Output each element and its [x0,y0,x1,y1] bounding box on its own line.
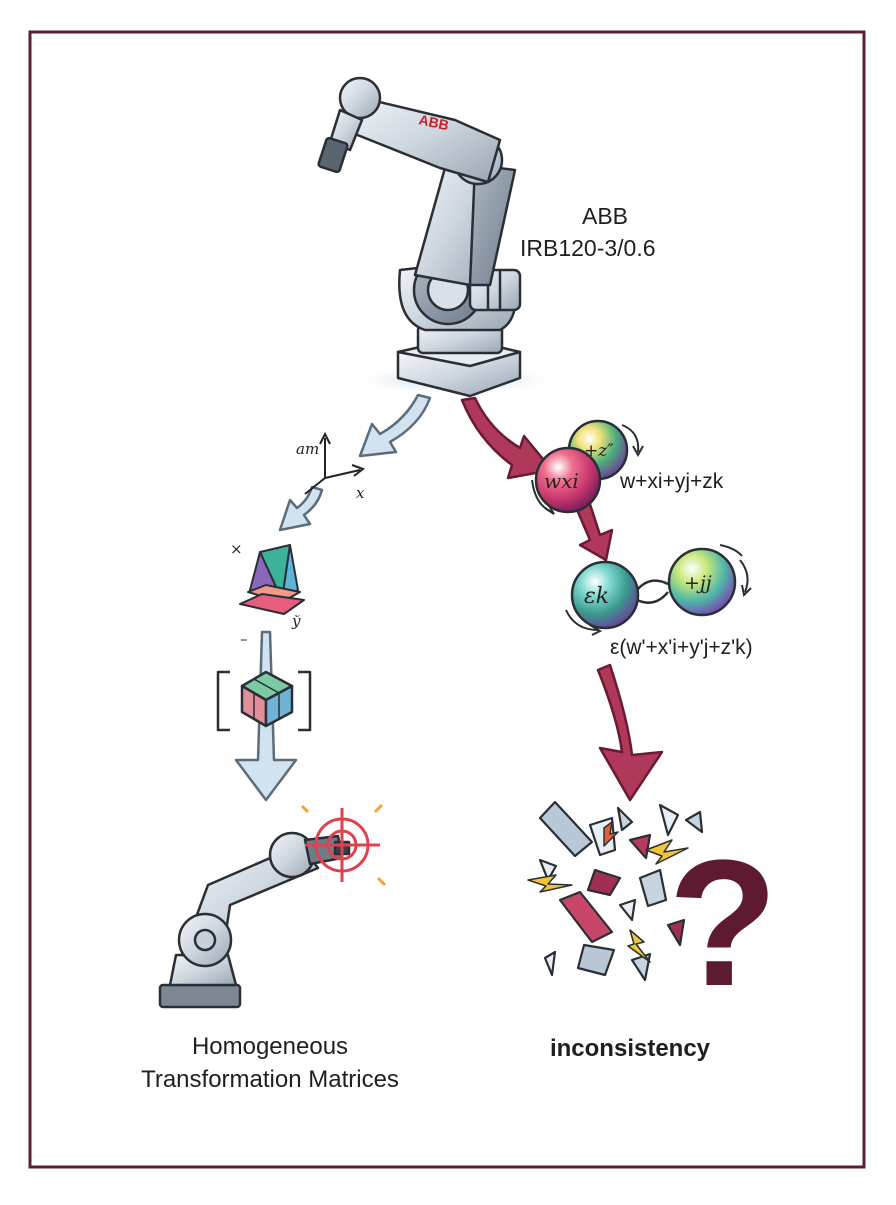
shattered-fragments-icon [538,800,704,982]
sphere-ek-label: εk [584,584,609,609]
axis-label-cross: × [230,540,243,558]
sphere-wxi [534,446,602,514]
matrix-cube-icon [216,670,312,732]
quaternion-expression: w+xi+yj+zk [620,470,724,493]
coordinate-axes [304,431,366,495]
robot-model-line2: IRB120-3/0.6 [520,235,656,261]
robot-brand-logo: ABB [417,111,450,133]
right-arrow-3 [596,663,664,802]
htm-caption-line1: Homogeneous [191,1033,349,1060]
robot-model-line1: ABB [582,203,629,229]
target-crosshair-icon [300,803,387,887]
axis-label-top: aт [296,440,320,458]
question-mark: ? [668,823,778,1024]
left-arrow-1 [358,393,432,458]
sphere-wxi-label: wxi [544,469,579,493]
dual-quaternion-expression: ε(w'+x'i+y'j+z'k) [610,636,753,659]
spark-bolts [527,821,689,963]
inconsistency-caption: inconsistency [549,1035,711,1062]
axis-label-x: x [356,484,365,502]
sphere-jj [667,547,737,617]
htm-caption: Homogeneous Transformation Matrices [100,1030,440,1096]
axis-label-minus: – [240,630,248,648]
right-path-arrows [460,396,664,802]
rotation-indicators [531,424,752,636]
robot-arm-reaching-target [158,831,351,1009]
robot-arm-illustration: ABB [317,76,555,398]
htm-caption-line2: Transformation Matrices [141,1066,399,1093]
robot-model-label: ABB IRB120-3/0.6 [520,200,720,264]
sphere-z-label: +z″ [584,441,614,461]
outer-frame [28,30,866,1169]
left-arrow-2 [278,485,324,532]
right-arrow-1 [460,396,554,480]
axis-label-y: ў [292,612,301,630]
sphere-jj-label: +jj [684,572,712,594]
quaternion-spheres [534,419,737,630]
rotation-prism-icon [239,544,305,615]
sphere-ek [570,560,640,630]
